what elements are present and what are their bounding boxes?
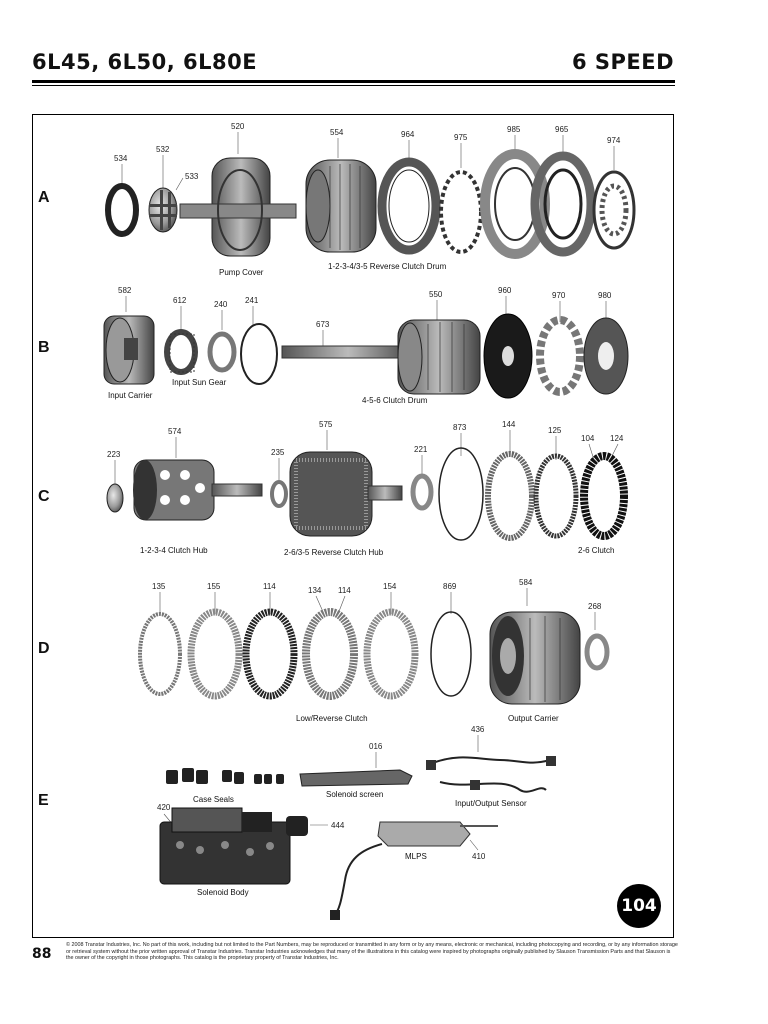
caption-case-seals: Case Seals xyxy=(193,795,234,804)
caption-pump-cover: Pump Cover xyxy=(219,268,264,277)
part-number: 420 xyxy=(157,803,171,812)
part-number: 124 xyxy=(610,434,624,443)
part-number: 532 xyxy=(156,145,170,154)
caption-solenoid-body: Solenoid Body xyxy=(197,888,249,897)
part-number: 965 xyxy=(555,125,569,134)
part-number: 135 xyxy=(152,582,166,591)
part-number: 154 xyxy=(383,582,397,591)
caption-clutch-hub-1234: 1-2-3-4 Clutch Hub xyxy=(140,546,208,555)
caption-reverse-clutch-drum: 1-2-3-4/3-5 Reverse Clutch Drum xyxy=(328,262,447,271)
part-number: 221 xyxy=(414,445,428,454)
page-badge: 104 xyxy=(617,884,661,928)
part-number: 533 xyxy=(185,172,199,181)
part-number: 550 xyxy=(429,290,443,299)
caption-clutch-drum-456: 4-5-6 Clutch Drum xyxy=(362,396,428,405)
row-label-b: B xyxy=(38,339,50,356)
header-rule-thin xyxy=(32,85,675,86)
header-rule xyxy=(32,80,675,83)
part-number: 444 xyxy=(331,821,345,830)
caption-input-carrier: Input Carrier xyxy=(108,391,153,400)
part-number: 125 xyxy=(548,426,562,435)
caption-input-sun-gear: Input Sun Gear xyxy=(172,378,227,387)
caption-io-sensor: Input/Output Sensor xyxy=(455,799,527,808)
part-number: 584 xyxy=(519,578,533,587)
caption-solenoid-screen: Solenoid screen xyxy=(326,790,384,799)
part-number: 582 xyxy=(118,286,132,295)
page-number: 88 xyxy=(32,946,52,962)
part-number: 534 xyxy=(114,154,128,163)
caption-clutch-26: 2-6 Clutch xyxy=(578,546,615,555)
part-number: 144 xyxy=(502,420,516,429)
part-number: 869 xyxy=(443,582,457,591)
part-number: 970 xyxy=(552,291,566,300)
part-number: 104 xyxy=(581,434,595,443)
part-number: 155 xyxy=(207,582,221,591)
page-title: 6L45, 6L50, 6L80E xyxy=(32,50,258,74)
part-number: 673 xyxy=(316,320,330,329)
part-number: 134 xyxy=(308,586,322,595)
part-number: 574 xyxy=(168,427,182,436)
caption-reverse-clutch-hub: 2-6/3-5 Reverse Clutch Hub xyxy=(284,548,384,557)
row-label-d: D xyxy=(38,640,50,657)
part-number: 436 xyxy=(471,725,485,734)
caption-low-reverse-clutch: Low/Reverse Clutch xyxy=(296,714,368,723)
part-number: 980 xyxy=(598,291,612,300)
part-number: 114 xyxy=(338,586,351,595)
part-number: 975 xyxy=(454,133,468,142)
part-number: 016 xyxy=(369,742,383,751)
row-label-a: A xyxy=(38,189,50,206)
parts-illustration-frame xyxy=(32,114,674,938)
part-number: 612 xyxy=(173,296,187,305)
part-number: 960 xyxy=(498,286,512,295)
part-number: 554 xyxy=(330,128,344,137)
part-number: 268 xyxy=(588,602,602,611)
part-number: 235 xyxy=(271,448,285,457)
copyright-notice: © 2008 Transtar Industries, Inc. No part… xyxy=(66,942,678,962)
row-label-c: C xyxy=(38,488,50,505)
part-number: 241 xyxy=(245,296,259,305)
part-number: 964 xyxy=(401,130,415,139)
part-number: 985 xyxy=(507,125,521,134)
part-number: 114 xyxy=(263,582,276,591)
part-number: 974 xyxy=(607,136,621,145)
part-number: 223 xyxy=(107,450,121,459)
part-number: 240 xyxy=(214,300,228,309)
part-number: 575 xyxy=(319,420,333,429)
row-label-e: E xyxy=(38,792,49,809)
part-number: 410 xyxy=(472,852,486,861)
part-number: 873 xyxy=(453,423,467,432)
part-number: 520 xyxy=(231,122,245,131)
caption-mlps: MLPS xyxy=(405,852,427,861)
page-subtitle: 6 SPEED xyxy=(571,50,674,74)
caption-output-carrier: Output Carrier xyxy=(508,714,559,723)
